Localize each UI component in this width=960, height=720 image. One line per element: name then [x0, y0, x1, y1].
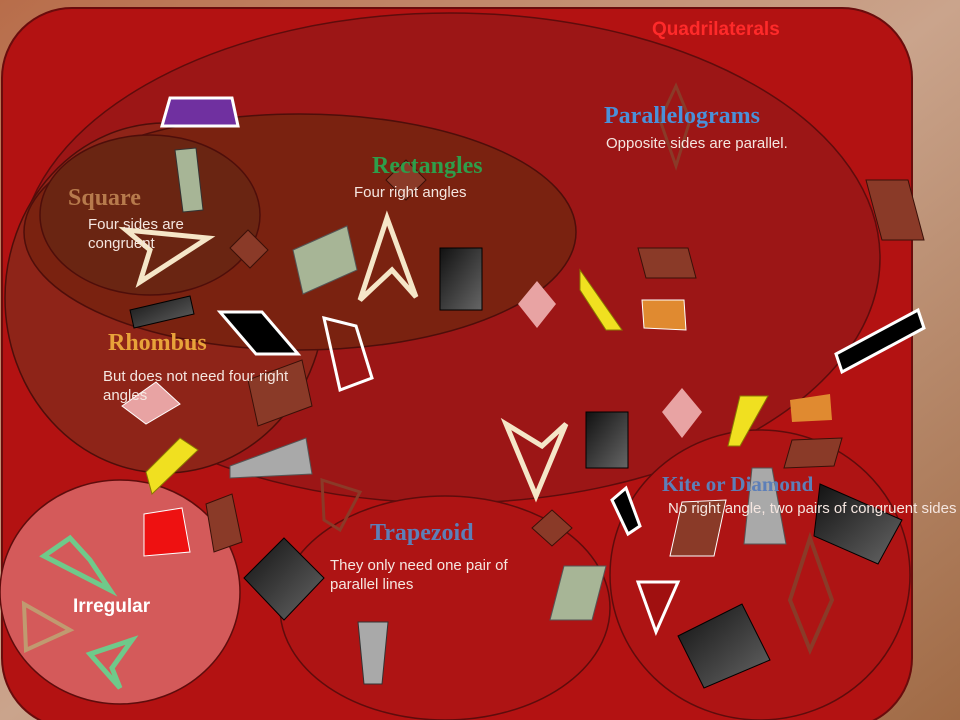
black-slab-small-shape [610, 485, 642, 537]
orange-quad-shape [641, 299, 687, 331]
brown-square-large-shape [247, 359, 313, 427]
dark-square-3-shape [677, 603, 771, 689]
gray-trapezoid-kite-shape [743, 467, 787, 545]
cream-dart-shape [357, 210, 419, 302]
pink-rhombus-shape [121, 381, 181, 425]
gray-trapezoid-tall-shape [357, 621, 389, 685]
irregular-region [0, 479, 241, 705]
brown-kite-outline-3-shape [787, 531, 835, 656]
brown-diamond-shape [385, 159, 427, 201]
yellow-parallelogram-shape [579, 268, 623, 331]
purple-trapezoid-shape [160, 96, 240, 128]
black-slab-right-shape [834, 307, 926, 375]
yellow-parallelogram-3-shape [145, 437, 199, 495]
yellow-parallelogram-2-shape [727, 395, 769, 447]
red-quad-shape [143, 507, 191, 557]
brown-diamond-2-shape [531, 509, 573, 547]
dark-square-shape [243, 537, 325, 621]
rhombus-note: But does not need four right angles [103, 368, 289, 404]
brown-parallelogram-right-shape [865, 179, 925, 241]
tan-irregular-shape [21, 600, 75, 654]
square-note: Four sides are congruent [88, 216, 184, 252]
brown-parallelogram-4-shape [205, 493, 243, 553]
dark-slab-shape [129, 295, 195, 329]
cream-dart-2-shape [500, 417, 569, 503]
brown-square-shape [229, 229, 269, 269]
dark-rectangle-shape [439, 247, 483, 311]
brown-parallelogram-5-shape [669, 499, 727, 557]
parallelograms-label: Parallelograms [604, 103, 760, 129]
black-rhombus-shape [216, 310, 302, 356]
brown-kite-outline-shape [322, 315, 374, 393]
sage-parallelogram-shape [549, 565, 607, 621]
green-irregular-2-shape [85, 635, 139, 690]
gray-trapezoid-shape [229, 437, 313, 479]
sage-square-shape [292, 225, 358, 295]
square-label: Square [68, 185, 141, 211]
pink-diamond-2-shape [662, 388, 702, 438]
rhombus-label: Rhombus [108, 330, 207, 356]
trapezoid-note: They only need one pair of parallel line… [330, 557, 508, 593]
cream-arrowhead-shape [118, 226, 216, 288]
kite-label: Kite or Diamond [662, 472, 814, 496]
rectangles-note: Four right angles [354, 184, 467, 201]
square-region [39, 134, 261, 296]
kite-note: No right angle, two pairs of congruent s… [668, 500, 957, 517]
dark-rectangle-2-shape [585, 411, 629, 469]
sage-rectangle-shape [174, 147, 204, 213]
brown-parallelogram-3-shape [783, 437, 843, 469]
green-irregular-shape [39, 534, 118, 597]
pink-diamond-shape [518, 281, 556, 328]
orange-quad-2-shape [790, 394, 832, 422]
dark-square-2-shape [813, 483, 903, 565]
trapezoid-label: Trapezoid [370, 520, 474, 546]
parallelograms-note: Opposite sides are parallel. [606, 135, 788, 152]
brown-kite-outline-2-shape [320, 477, 363, 533]
red-kite-triangle-shape [635, 580, 681, 637]
diagram-title: Quadrilaterals [652, 19, 780, 40]
rectangles-label: Rectangles [372, 153, 483, 179]
brown-rhombus-outline-shape [658, 82, 692, 171]
irregular-label: Irregular [73, 596, 151, 617]
brown-parallelogram-shape [637, 247, 697, 279]
